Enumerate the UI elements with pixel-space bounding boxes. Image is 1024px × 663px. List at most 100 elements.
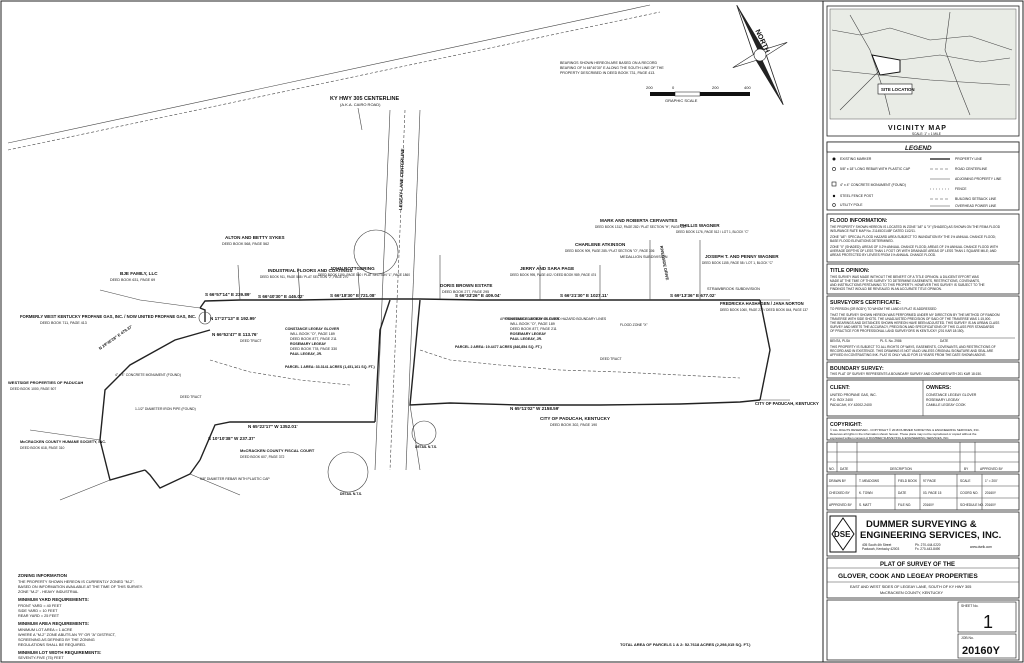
vicinity-map: SITE LOCATION VICINITY MAP SCALE: 1" = 1… (826, 5, 1020, 137)
owner-rottgering-deed: DEED BOOK 1190, PAGE 540 / PLAT SECTION … (318, 273, 410, 277)
title-opinion-2: MADE AT THE TIME OF THIS SURVEY TO DETER… (830, 279, 980, 283)
bearing-note-line-1: BEARINGS SHOWN HEREON ARE BASED ON A REC… (560, 61, 657, 65)
surveyor-2: THAT THE SURVEY SHOWN HEREON WAS PERFORM… (830, 313, 1000, 317)
owner-joseph-deed: DEED BOOK 1155, PAGE 58 / LOT 1, BLOCK "… (702, 261, 773, 265)
owner-brown-name: DORIS BROWN ESTATE (440, 283, 492, 288)
info-r3-c6: 20160Y (985, 503, 997, 507)
bearing-note-line-3: PROPERTY DESCRIBED IN DEED BOOK 731, PAG… (560, 71, 655, 75)
job-label: JOB No. (961, 636, 974, 640)
surveyor-note-3: AFFIXED IN CONTRASTING INK. PLAT IS ONLY… (830, 353, 986, 357)
deed-tract-3: DEED TRACT (180, 395, 202, 399)
subdivision-labels: MEDALLION SUBDIVISION STRAWBROOK SUBDIVI… (620, 245, 760, 291)
parcel-1: CONSTANCE LEGEAY GLOVER WILL BOOK "O", P… (285, 327, 375, 369)
info-r2-c4: 03. PAGE 15 (923, 491, 942, 495)
bearing-labels: S 66°57'14" E 239.89' S 66°40'30" E 446.… (98, 292, 716, 441)
vicinity-title: VICINITY MAP (888, 125, 947, 132)
bearing-1: S 66°57'14" E 239.89' (205, 292, 251, 297)
parcel-2: CONSTANCE LEGEAY GLOVER WILL BOOK "O", P… (455, 317, 559, 349)
legeay-lane-label: LEGEAY LANE CENTERLINE (398, 148, 405, 210)
plat-title: PLAT OF SURVEY OF THE GLOVER, COOK AND L… (826, 557, 1020, 599)
owner-hashagen-name: FREDRICKA HASHAGEN / JANA NORTON (720, 301, 804, 306)
owners-3: CAMILLE LEGEAY COOK (926, 403, 966, 407)
copyright-2: Reserves all rights in the information s… (830, 432, 977, 436)
rev-header-no: NO. (829, 467, 835, 471)
surveyor-certificate: SURVEYOR'S CERTIFICATE: TO PERSON (OR BO… (826, 295, 1020, 361)
yard-1: FRONT YARD = 40 FEET (18, 604, 62, 608)
owners-title: OWNERS: (926, 385, 951, 391)
firm-address-2: Paducah, Kentucky 42003 (862, 547, 899, 551)
title-opinion-title: TITLE OPINION: (830, 268, 870, 274)
parcel-1-area: PARCEL 1 AREA: 33.3141 ACRES (1,451,161 … (285, 365, 375, 369)
legend-item-9: BUILDING SETBACK LINE (955, 197, 997, 201)
rev-header-by: BY (964, 467, 969, 471)
bearing-11: S 10°10'38" W 237.37' (208, 436, 255, 441)
deed-tract-1: DEED TRACT (240, 339, 262, 343)
bearing-7: N 17°27'13" E 192.99' (210, 316, 256, 321)
plat-title-line-1: PLAT OF SURVEY OF THE (880, 562, 955, 568)
info-r3-c5: SCHEDULE NO. (960, 503, 984, 507)
info-r2-c1: CHECKED BY (829, 491, 851, 495)
vicinity-scale: SCALE: 1" = 1 MILE (912, 132, 941, 136)
parcel-1-line-2: DEED BOOK 877, PAGE 211 (290, 337, 337, 341)
bearing-9: N 65°22'17" W 1352.01' (248, 424, 298, 429)
surveyor-title: SURVEYOR'S CERTIFICATE: (830, 300, 901, 306)
owner-labels: BJE FAMILY, LLC DEED BOOK 631, PAGE 69 A… (8, 218, 819, 459)
parcel-2-title: CONSTANCE LEGEAY GLOVER (505, 317, 559, 321)
legend-item-8: STEEL FENCE POST (840, 194, 873, 198)
owner-propane-name: FORMERLY WEST KENTUCKY PROPANE GAS, INC.… (20, 314, 196, 319)
owner-humane-1-name: McCRACKEN COUNTY HUMANE SOCIETY, INC. (20, 440, 106, 444)
owner-city-paducah-name: CITY OF PADUCAH, KENTUCKY (540, 416, 610, 421)
client-3: PADUCAH, KY 42002-2400 (830, 403, 872, 407)
bearing-6: S 69°13'36" E 677.02' (670, 293, 716, 298)
subdivision-strawbrook: STRAWBROOK SUBDIVISION (707, 287, 760, 291)
flood-zone-x-label: FLOOD ZONE "X" (620, 323, 648, 327)
parcel-2-line-1: WILL BOOK "O", PAGE 189 (510, 322, 555, 326)
owner-atkinson-name: CHARLENE ATKINSON (575, 242, 626, 247)
title-opinion-1: THIS SURVEY WAS MADE WITHOUT THE BENEFIT… (830, 275, 979, 279)
flood-information: FLOOD INFORMATION: THE PROPERTY SHOWN HE… (826, 213, 1020, 263)
total-area: TOTAL AREA OF PARCELS 1 & 2: 52.7618 ACR… (620, 642, 751, 647)
info-r1-c1: DRAWN BY (829, 479, 847, 483)
surveyor-sign-1: BENTA, PLS# (830, 339, 850, 343)
info-r1-c5: SCALE (960, 479, 970, 483)
copyright: COPYRIGHT: © ALL RIGHTS RESERVED - COPYR… (826, 417, 1020, 441)
owner-cervantes-deed: DEED BOOK 1312, PAGE 282 / PLAT SECTION … (595, 225, 686, 229)
owners-1: CONSTANCE LEGEAY GLOVER (926, 393, 977, 397)
info-r2-c5: COORD NO. (960, 491, 979, 495)
zoning-title: ZONING INFORMATION (18, 573, 67, 578)
rev-header-desc: DESCRIPTION (890, 467, 912, 471)
site-location-label: SITE LOCATION (881, 87, 915, 92)
property-boundary (99, 289, 771, 489)
owner-rottgering-name: JOHN ROTTGERING (330, 266, 375, 271)
bearing-note: BEARINGS SHOWN HEREON ARE BASED ON A REC… (560, 61, 664, 75)
owner-fiscal-court-deed: DEED BOOK 607, PAGE 372 (240, 455, 285, 459)
misc-labels: DEED TRACT DEED TRACT DEED TRACT 5/8" DI… (115, 317, 648, 496)
owner-propane-deed: DEED BOOK 711, PAGE 413 (40, 321, 87, 325)
owner-fiscal-court-name: McCRACKEN COUNTY FISCAL COURT (240, 448, 315, 453)
width-1: SEVENTY-FIVE (75) FEET (18, 656, 64, 660)
zoning-info: ZONING INFORMATION THE PROPERTY SHOWN HE… (18, 573, 143, 660)
hwy-305-label: KY HWY 305 CENTERLINE (330, 96, 400, 102)
parcel-2-area: PARCEL 2 AREA: 19.4477 ACRES (846,854 SQ… (455, 345, 542, 349)
zoning-text-3: ZONE "M-2" - HEAVY INDUSTRIAL (18, 590, 78, 594)
legend: LEGEND EXISTING MARKER PROPERTY LINE 5/8… (826, 141, 1020, 211)
owner-brown-deed: DEED BOOK 277, PAGE 295 (442, 290, 489, 294)
plat-title-line-3: EAST AND WEST SIDES OF LEGEAY LANE, SOUT… (850, 585, 971, 589)
info-r1-c3: FIELD BOOK (898, 479, 918, 483)
info-r3-c2: S. MATT (859, 503, 871, 507)
flood-title: FLOOD INFORMATION: (830, 218, 888, 224)
owner-cervantes-name: MARK AND ROBERTA CERVANTES (600, 218, 678, 223)
zoning-text-2: BASED ON INFORMATION AVAILABLE AT THE TI… (18, 585, 143, 589)
bearing-12: N 29°45'28" E 479.37' (98, 324, 134, 351)
detail-label-2: DETAIL N.T.S. (415, 445, 437, 449)
bearing-note-line-2: BEARING OF N 66°40'30" E ALONG THE SOUTH… (560, 66, 664, 70)
drawing-info-table: DRAWN BY T. MEADOWS FIELD BOOK 97 PAGE S… (826, 473, 1020, 511)
firm-address-1: 405 South 4th Street (862, 543, 891, 547)
flood-text-5: ZONE "X" (SHADED): AREAS OF 0.2% ANNUAL … (830, 245, 999, 249)
owner-bje-name: BJE FAMILY, LLC (120, 271, 158, 276)
owner-sykes-name: ALTON AND BETTY SYKES (225, 235, 285, 240)
owner-hashagen-deed: DEED BOOK 1060, PAGE 272 / DEED BOOK 844… (720, 308, 808, 312)
bearing-4: S 66°33'26" E 409.04' (455, 293, 501, 298)
surveyor-6: OF PRACTICE FOR PROFESSIONAL LAND SURVEY… (830, 329, 964, 333)
title-opinion-4: FINDINGS THAT WOULD BE REVEALED IN AN AC… (830, 287, 942, 291)
